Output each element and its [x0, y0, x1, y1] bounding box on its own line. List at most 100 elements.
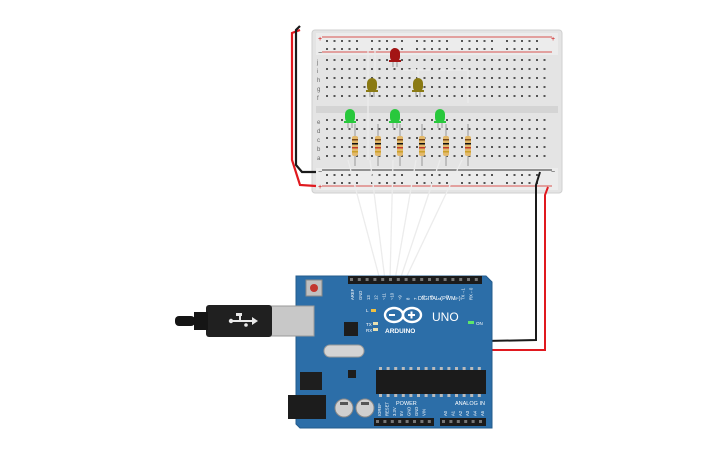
pin-label: A2: [458, 410, 463, 416]
rail-minus-bottom: −: [318, 169, 322, 176]
pin-label: A4: [473, 410, 478, 416]
top-power-rail: [316, 33, 558, 55]
pin-label: A3: [465, 410, 470, 416]
rail-plus-bottom: +: [318, 184, 322, 191]
signal-wires[interactable]: [347, 40, 469, 281]
led-green[interactable]: [344, 109, 356, 128]
led-yellow[interactable]: [412, 78, 424, 97]
resistor[interactable]: [443, 124, 449, 166]
pin-label: ~3: [445, 295, 450, 300]
power-jack[interactable]: [288, 395, 326, 419]
reset-button-cap[interactable]: [310, 284, 318, 292]
resistor[interactable]: [465, 124, 471, 166]
pin-label: 5V: [399, 411, 404, 416]
pin-label: 12: [374, 295, 379, 300]
atmega-chip: [376, 370, 486, 394]
pin-label: ~6: [421, 295, 426, 300]
resistor[interactable]: [375, 124, 381, 166]
pin-label: 7: [413, 297, 418, 300]
power-header-label: POWER: [396, 401, 417, 407]
pin-label: VIN: [421, 409, 426, 416]
power-header[interactable]: [374, 418, 434, 426]
center-channel: [316, 106, 558, 113]
wire-red-left[interactable]: [290, 28, 317, 188]
bottom-power-rail: [316, 168, 558, 190]
capacitor-2: [355, 398, 375, 418]
digital-header-label: DIGITAL (PWM~): [418, 296, 461, 302]
resistor[interactable]: [352, 124, 358, 166]
pin-label: AREF: [350, 288, 355, 300]
l-label: L: [366, 308, 369, 313]
arduino-uno-board[interactable]: ARDUINO UNO DIGITAL (PWM~) ANALOG IN POW…: [175, 275, 493, 429]
led-red[interactable]: [389, 48, 401, 67]
pin-label: GND: [414, 407, 419, 416]
led-green[interactable]: [434, 109, 446, 128]
rail-plus-top: +: [318, 36, 322, 43]
wire-led-5: [394, 159, 417, 281]
chip-pins: [379, 367, 481, 397]
crystal: [323, 344, 365, 358]
rail-minus-top: −: [318, 50, 322, 57]
analog-header-label: ANALOG IN: [455, 401, 485, 407]
led-yellow[interactable]: [366, 78, 378, 97]
model-label: UNO: [432, 310, 459, 324]
wire-led-4: [389, 159, 394, 281]
pin-label: 4: [437, 297, 442, 300]
header-holes: [350, 278, 482, 423]
svg-text:i: i: [317, 69, 318, 75]
pin-label: ~10: [390, 292, 395, 300]
led-green[interactable]: [389, 109, 401, 128]
svg-text:f: f: [317, 96, 319, 102]
leds: [344, 48, 446, 128]
wire-led-2: [347, 159, 381, 281]
usb-port[interactable]: [269, 305, 315, 337]
resistor[interactable]: [397, 124, 403, 166]
svg-text:h: h: [317, 78, 320, 84]
svg-text:a: a: [317, 156, 321, 162]
resistor[interactable]: [419, 124, 425, 166]
voltage-regulator: [300, 372, 322, 390]
svg-text:g: g: [317, 87, 320, 93]
svg-text:c: c: [317, 138, 320, 144]
svg-text:b: b: [317, 147, 321, 153]
pin-label: ~11: [382, 293, 387, 300]
arduino-logo-icon: [383, 306, 423, 324]
svg-text:j: j: [316, 60, 318, 66]
wire-black-left[interactable]: [294, 25, 316, 174]
wire-led-6: [399, 159, 441, 281]
pin-label: RX←0: [469, 287, 474, 300]
svg-text:e: e: [317, 120, 321, 126]
rx-label: RX: [366, 328, 372, 333]
rail-minus-bottom-right: −: [551, 169, 555, 176]
l-led: [371, 309, 376, 312]
resistors: [352, 124, 471, 166]
pin-label: 13: [366, 295, 371, 300]
pin-label: RESET: [384, 402, 389, 416]
pin-label: IOREF: [377, 403, 382, 416]
pin-label: 3.3V: [392, 407, 397, 416]
pin-label: 8: [405, 297, 410, 300]
tx-label: TX: [366, 322, 372, 327]
wire-led-3: [369, 159, 386, 281]
row-letters-top: j i h g f: [316, 60, 320, 102]
pin-label: ~5: [429, 295, 434, 300]
on-label: ON: [476, 321, 483, 326]
rail-plus-top-right: +: [551, 36, 555, 43]
jumper-top-3: [440, 69, 469, 103]
pin-label: A5: [480, 410, 485, 416]
pin-label: TX→1: [461, 287, 466, 300]
wire-led-7: [404, 159, 463, 281]
on-led: [468, 321, 474, 324]
pin-label: ~9: [397, 295, 402, 300]
analog-header[interactable]: [440, 418, 486, 426]
brand-label: ARDUINO: [385, 328, 415, 335]
capacitor-1: [334, 398, 354, 418]
pin-label: GND: [407, 407, 412, 416]
pin-label: GND: [358, 291, 363, 300]
svg-text:d: d: [317, 129, 320, 135]
usb-icon: [228, 313, 258, 327]
